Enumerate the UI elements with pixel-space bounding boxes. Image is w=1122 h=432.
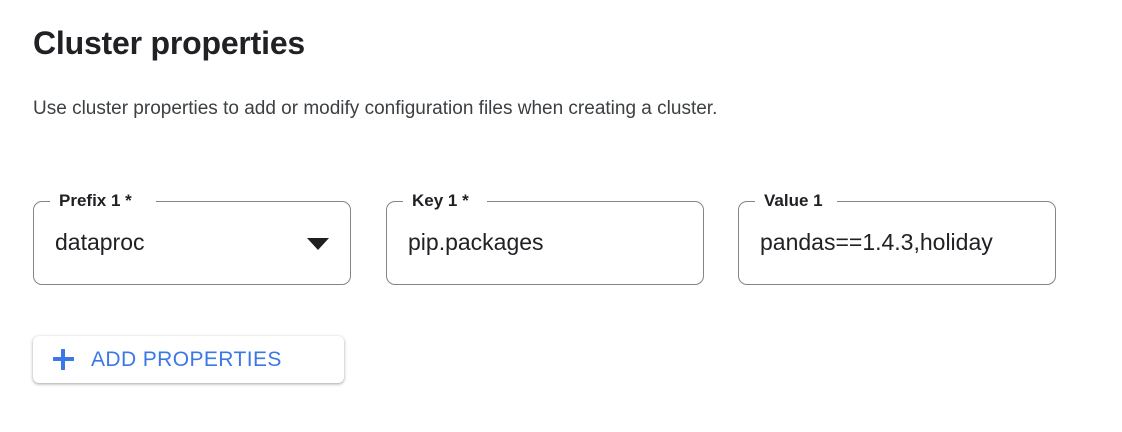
value-field-label: Value 1 [760, 190, 827, 211]
value-input-value[interactable]: pandas==1.4.3,holiday [760, 229, 993, 255]
plus-icon [53, 349, 74, 370]
page-title: Cluster properties [33, 25, 306, 61]
prefix-select-value[interactable]: dataproc [55, 229, 145, 255]
key-input-value[interactable]: pip.packages [408, 229, 544, 255]
add-properties-button-label: ADD PROPERTIES [91, 347, 282, 371]
add-properties-button[interactable]: ADD PROPERTIES [33, 336, 344, 383]
properties-row: Prefix 1 * dataproc Key 1 * pip.packages… [33, 190, 1089, 285]
prefix-field[interactable]: Prefix 1 * dataproc [33, 190, 351, 285]
key-field[interactable]: Key 1 * pip.packages [386, 190, 704, 285]
key-field-label: Key 1 * [408, 190, 473, 211]
page-description: Use cluster properties to add or modify … [33, 98, 718, 119]
value-field[interactable]: Value 1 pandas==1.4.3,holiday [738, 190, 1056, 285]
prefix-field-label: Prefix 1 * [55, 190, 136, 211]
chevron-down-icon[interactable] [307, 238, 329, 250]
